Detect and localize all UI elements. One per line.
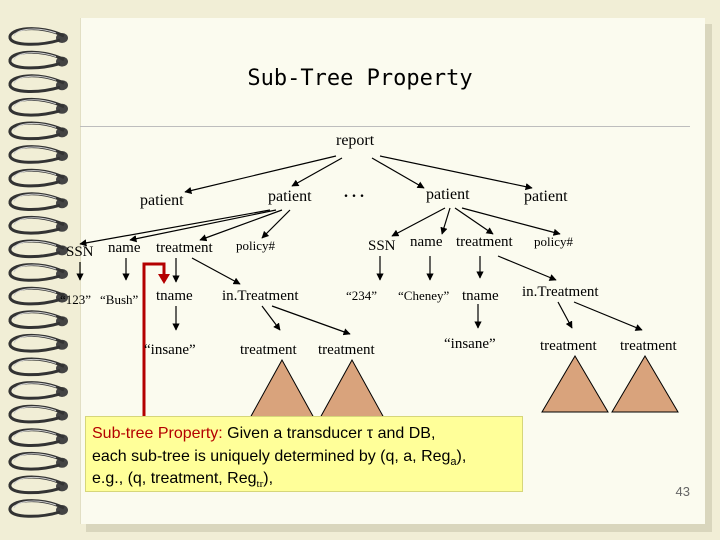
leaf-insane-left: “insane” (144, 342, 196, 358)
binding-ring (8, 50, 68, 70)
binding-ring (8, 27, 68, 46)
leaf-ssn-234: “234” (346, 288, 378, 303)
edge-report-patient-1 (184, 155, 337, 194)
leaf-name-bush: “Bush” (100, 292, 139, 307)
binding-ring (8, 333, 68, 353)
binding-ring (8, 357, 68, 377)
binding-ring (8, 168, 68, 188)
note-line-2-text: each sub-tree is uniquely determined by … (92, 448, 451, 465)
edge-report-patient-3 (371, 157, 425, 189)
binding-ring (8, 451, 68, 471)
note-line-2-sub: a (450, 456, 457, 469)
node-patient-3: patient (426, 186, 470, 203)
edge-patient-treatment-right (454, 207, 494, 235)
subtree-triangle-right-1 (541, 355, 609, 413)
node-treatment-left-2: treatment (318, 342, 375, 358)
page-number: 43 (675, 484, 690, 499)
node-tname-left: tname (156, 288, 193, 304)
node-intreatment-left: in.Treatment (222, 288, 299, 304)
note-line-3-end: ), (263, 470, 274, 487)
note-line-3-sub: tr (256, 478, 264, 491)
note-line-2: each sub-tree is uniquely determined by … (92, 448, 466, 468)
property-note: Sub-tree Property: Given a transducer τ … (85, 416, 523, 492)
binding-ring (8, 404, 68, 424)
note-line-2-end: ), (456, 448, 467, 465)
edge-report-patient-4 (379, 155, 533, 191)
page-shadow-right (704, 24, 712, 532)
edge-patient-policy-right (461, 207, 561, 236)
edge-intreatment-treat2-left (271, 305, 351, 336)
node-policy-right: policy# (534, 234, 573, 249)
node-ellipsis: ... (344, 184, 368, 201)
note-line-3: e.g., (q, treatment, Regtr), (92, 470, 273, 490)
edge-patient-policy-left (261, 209, 291, 239)
node-patient-1: patient (140, 192, 184, 209)
edge-intreatment-treat2-right (573, 301, 643, 331)
edge-patient-treatment-left (199, 209, 283, 242)
edge-report-patient-2 (291, 157, 343, 187)
binding-ring (8, 74, 68, 93)
title-rule (80, 126, 690, 127)
edge-intreatment-treat1-right (557, 301, 573, 329)
leaf-insane-right: “insane” (444, 336, 496, 352)
edge-patient-ssn-right (391, 207, 446, 237)
node-patient-2: patient (268, 188, 312, 205)
node-intreatment-right: in.Treatment (522, 284, 599, 300)
binding-ring (8, 475, 68, 495)
node-tname-right: tname (462, 288, 499, 304)
node-name-left: name (108, 240, 141, 256)
node-report: report (336, 132, 375, 149)
binding-ring (8, 97, 68, 117)
binding-ring (8, 215, 68, 235)
node-treatment-right-2: treatment (620, 338, 677, 354)
binding-ring (8, 286, 68, 306)
slide-title: Sub-Tree Property (247, 66, 473, 91)
leaf-ssn-123: “123” (60, 292, 92, 307)
node-treatment-right-1: treatment (540, 338, 597, 354)
node-ssn-right: SSN (368, 238, 396, 254)
node-treatment-right: treatment (456, 234, 513, 250)
node-patient-4: patient (524, 188, 568, 205)
binding-ring (8, 263, 68, 282)
highlight-arrowhead (158, 274, 170, 284)
binding-ring (8, 239, 68, 259)
note-line-1: Sub-tree Property: Given a transducer τ … (92, 425, 435, 443)
node-ssn-left: SSN (66, 244, 94, 260)
binding-ring (8, 381, 68, 400)
binding-ring (8, 428, 68, 447)
spiral-binding (8, 27, 68, 518)
edge-treatment-intreatment-left (191, 257, 241, 285)
leaf-name-cheney: “Cheney” (398, 288, 450, 303)
edge-intreatment-treat1-left (261, 305, 281, 331)
edge-patient-name-left (129, 209, 277, 243)
node-treatment-left-1: treatment (240, 342, 297, 358)
page-shadow-bottom (86, 524, 710, 532)
note-line-1-text: Given a transducer τ and DB, (222, 425, 436, 442)
subtree-triangle-left-2 (319, 358, 385, 419)
subtree-triangle-left-1 (249, 358, 315, 419)
node-treatment-left: treatment (156, 240, 213, 256)
note-line-3-text: e.g., (q, treatment, Reg (92, 470, 257, 487)
binding-ring (8, 499, 68, 518)
binding-ring (8, 310, 68, 329)
edge-treatment-intreatment-right (497, 255, 557, 281)
subtree-triangle-right-2 (611, 355, 679, 413)
node-policy-left: policy# (236, 238, 275, 253)
node-name-right: name (410, 234, 443, 250)
binding-ring (8, 145, 68, 164)
binding-ring (8, 121, 68, 141)
note-heading: Sub-tree Property: (92, 425, 223, 442)
edge-patient-ssn-left (79, 209, 271, 247)
edge-patient-name-right (440, 207, 451, 235)
binding-ring (8, 192, 68, 211)
